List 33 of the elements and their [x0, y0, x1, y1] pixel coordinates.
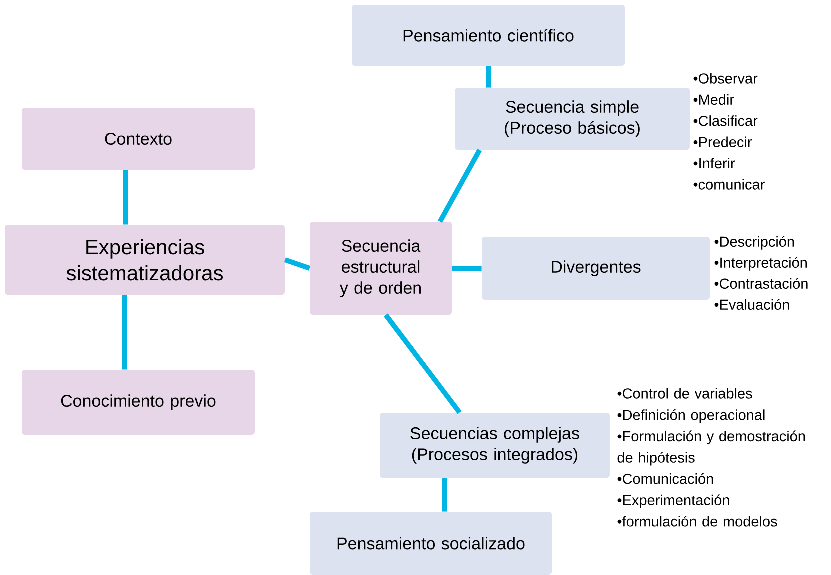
- connector-line: [486, 66, 491, 88]
- concept-box: Secuencia estructural y de orden: [310, 222, 452, 315]
- connector-line: [384, 314, 462, 414]
- concept-box: Divergentes: [482, 237, 710, 300]
- connector-line: [123, 170, 128, 225]
- concept-box: Experiencias sistematizadoras: [5, 225, 285, 295]
- bullet-item: •Inferir: [694, 158, 736, 169]
- concept-box: Contexto: [22, 108, 255, 170]
- bullet-item: •Interpretación: [714, 257, 807, 271]
- connector-line: [122, 295, 128, 370]
- concept-box: Pensamiento socializado: [310, 512, 552, 575]
- connector-line: [442, 478, 448, 512]
- concept-box: Secuencias complejas (Procesos integrados): [380, 413, 610, 478]
- connector-line: [452, 266, 482, 271]
- concept-box: Pensamiento científico: [352, 5, 625, 66]
- bullet-item: •Definición operacional: [618, 410, 765, 424]
- connector-line: [438, 148, 482, 223]
- concept-box: Conocimiento previo: [22, 370, 255, 435]
- bullet-item: •Formulación y demostración de hipótesis: [618, 430, 806, 466]
- bullet-item: •Comunicación: [618, 473, 714, 484]
- bullet-item: •Predecir: [694, 136, 752, 148]
- bullet-item: •Observar: [694, 73, 758, 84]
- bullet-item: •Control de variables: [618, 388, 752, 399]
- bullet-item: •formulación de modelos: [618, 516, 778, 527]
- bullet-item: •Evaluación: [714, 299, 790, 310]
- bullet-item: •Clasificar: [694, 116, 758, 126]
- concept-box: Secuencia simple (Proceso básicos): [455, 88, 690, 150]
- connector-line: [284, 258, 311, 271]
- bullet-item: •Contrastación: [714, 278, 808, 289]
- bullet-item: •comunicar: [694, 179, 765, 190]
- bullet-item: •Medir: [694, 94, 734, 106]
- bullet-item: •Descripción: [714, 236, 794, 250]
- bullet-item: •Experimentación: [618, 494, 730, 508]
